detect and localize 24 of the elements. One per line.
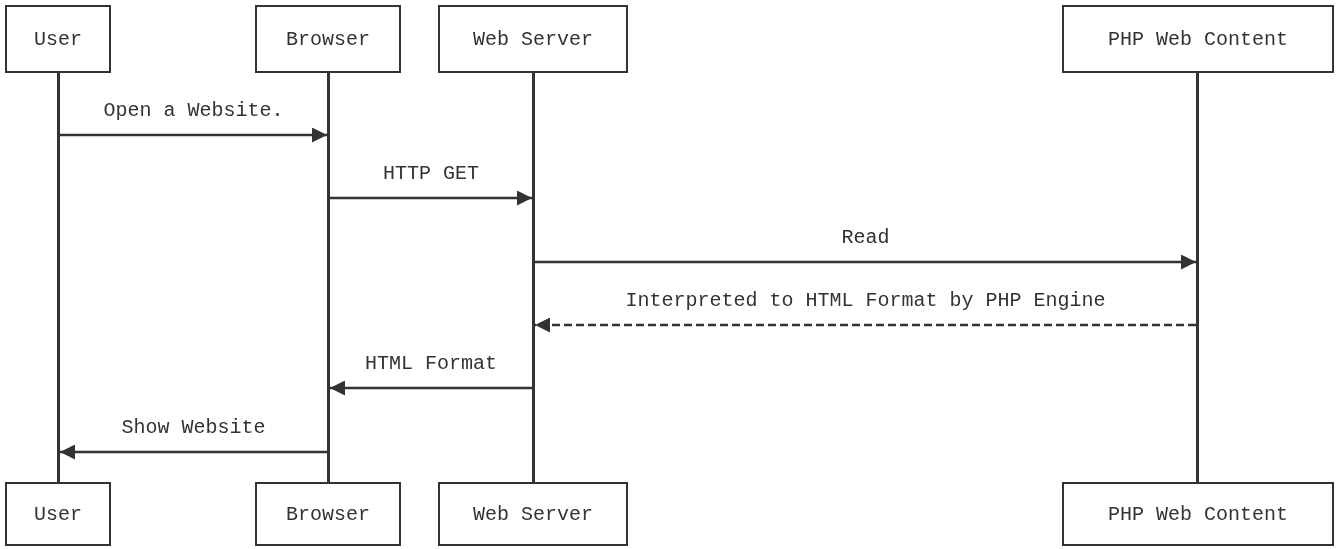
participant-box: User bbox=[5, 482, 111, 546]
participant-box: Web Server bbox=[438, 482, 628, 546]
edge-label: HTML Format bbox=[365, 352, 497, 376]
arrow bbox=[535, 254, 1196, 270]
edge-label: Read bbox=[841, 226, 890, 250]
lifeline bbox=[327, 73, 330, 482]
arrow bbox=[330, 380, 532, 396]
lifeline bbox=[532, 73, 535, 482]
participant-box: User bbox=[5, 5, 111, 73]
participant-box: Browser bbox=[255, 482, 401, 546]
participant-box: Web Server bbox=[438, 5, 628, 73]
arrow bbox=[330, 190, 532, 206]
arrow bbox=[60, 444, 327, 460]
lifeline bbox=[1196, 73, 1199, 482]
lifeline bbox=[57, 73, 60, 482]
edge-label: Interpreted to HTML Format by PHP Engine bbox=[625, 289, 1106, 313]
dashed-arrow bbox=[535, 317, 1196, 333]
edge-label: Show Website bbox=[121, 416, 266, 440]
edge-label: Open a Website. bbox=[103, 99, 284, 123]
participant-box: PHP Web Content bbox=[1062, 482, 1334, 546]
participant-box: Browser bbox=[255, 5, 401, 73]
edge-label: HTTP GET bbox=[383, 162, 479, 186]
participant-box: PHP Web Content bbox=[1062, 5, 1334, 73]
arrow bbox=[60, 127, 327, 143]
